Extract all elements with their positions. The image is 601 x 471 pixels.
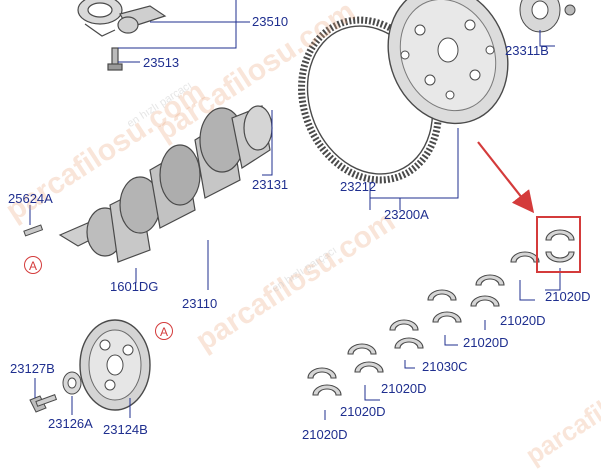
part-label-21020d[interactable]: 21020D [545, 289, 591, 304]
reference-marker-a: A [155, 322, 173, 340]
part-label-25624a[interactable]: 25624A [8, 191, 53, 206]
crankshaft-drawing [58, 105, 273, 263]
part-label-23127b[interactable]: 23127B [10, 361, 55, 376]
leader-lines-top [118, 0, 250, 63]
part-label-21020d[interactable]: 21020D [500, 313, 546, 328]
part-label-23131[interactable]: 23131 [252, 177, 289, 192]
washer-bolt-drawing [29, 371, 82, 413]
diagram-drawing [23, 0, 581, 420]
pulley-drawing [79, 319, 151, 411]
highlight-arrow [477, 141, 535, 214]
part-label-21020d[interactable]: 21020D [340, 404, 386, 419]
flywheel-drawing [387, 0, 509, 125]
connecting-rod-drawing [77, 0, 167, 71]
part-label-23126a[interactable]: 23126A [48, 416, 93, 431]
part-label-23200a[interactable]: 23200A [384, 207, 429, 222]
part-label-21030c[interactable]: 21030C [422, 359, 468, 374]
leader-lines-pulley [34, 378, 131, 418]
leader-lines-crank [29, 110, 273, 290]
part-label-23212[interactable]: 23212 [340, 179, 377, 194]
part-label-23513[interactable]: 23513 [143, 55, 180, 70]
part-label-23311b[interactable]: 23311B [505, 43, 549, 58]
pin-drawing [23, 224, 44, 237]
part-label-23110[interactable]: 23110 [182, 296, 218, 311]
plate-23311b-drawing [519, 0, 576, 47]
highlight-box [536, 216, 581, 273]
leader-lines-flywheel [369, 128, 459, 210]
reference-marker-a: A [24, 256, 42, 274]
part-label-23124b[interactable]: 23124B [103, 422, 148, 437]
part-label-1601dg[interactable]: 1601DG [110, 279, 159, 294]
bearing-shells-drawing [307, 229, 575, 396]
part-label-23510[interactable]: 23510 [252, 14, 289, 29]
leader-lines-bearings [324, 268, 561, 420]
part-label-21020d[interactable]: 21020D [302, 427, 348, 442]
part-label-21020d[interactable]: 21020D [463, 335, 509, 350]
part-label-21020d[interactable]: 21020D [381, 381, 427, 396]
